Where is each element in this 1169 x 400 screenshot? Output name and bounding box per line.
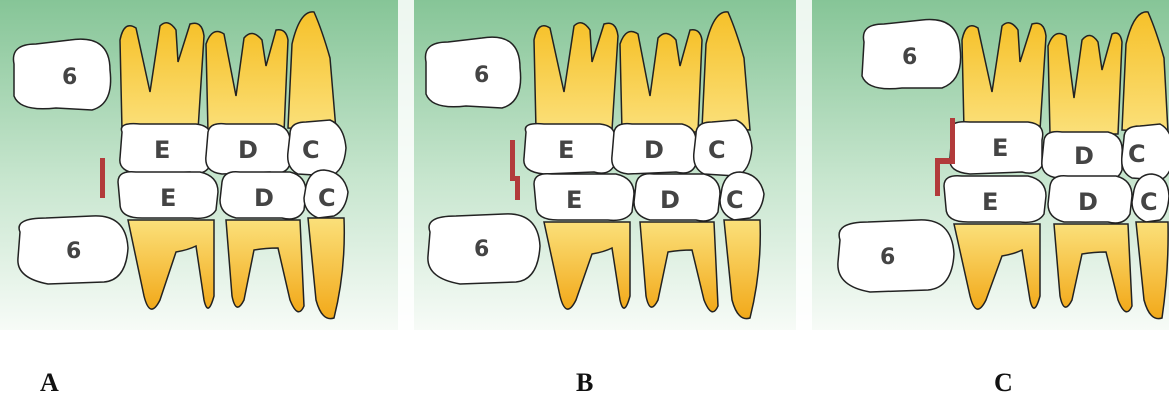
panel-a-upper-e-label: E — [154, 136, 170, 164]
panel-c-upper-d-label: D — [1074, 142, 1094, 170]
panel-c-lower-e-label: E — [982, 188, 998, 216]
panel-a-upper-molar-label: 6 — [62, 65, 77, 90]
upper-d-root — [1048, 33, 1122, 134]
panel-c-upper-e-label: E — [992, 134, 1008, 162]
upper-e-root — [962, 23, 1046, 130]
upper-e-root — [534, 23, 618, 130]
panel-c-upper-molar-label: 6 — [902, 45, 917, 70]
panel-a-lower-molar-label: 6 — [66, 239, 81, 264]
panel-a-upper-c-label: C — [302, 136, 320, 164]
upper-e-root — [120, 23, 204, 130]
panel-b-upper-d-label: D — [644, 136, 664, 164]
panel-b-lower-d-label: D — [660, 186, 680, 214]
primary-dentition-figure: 6 6 E D C E D C 6 6 E D C E D C 6 6 E D … — [0, 0, 1169, 330]
panel-c-lower-d-label: D — [1078, 188, 1098, 216]
panel-c-lower-c-label: C — [1140, 188, 1158, 216]
panel-b-upper-molar-label: 6 — [474, 63, 489, 88]
upper-d-root — [620, 30, 702, 132]
lower-first-molar — [838, 220, 954, 292]
panel-b-lower-c-label: C — [726, 186, 744, 214]
white-gap-2 — [796, 0, 812, 330]
panel-c-lower-molar-label: 6 — [880, 245, 895, 270]
panel-label-c: C — [994, 368, 1013, 398]
panel-b-upper-c-label: C — [708, 136, 726, 164]
panel-a-lower-d-label: D — [254, 184, 274, 212]
terminal-plane-flush — [100, 158, 105, 198]
upper-d-root — [206, 30, 288, 132]
panel-b-upper-e-label: E — [558, 136, 574, 164]
panel-a-upper-d-label: D — [238, 136, 258, 164]
panel-b-lower-molar-label: 6 — [474, 237, 489, 262]
lower-e-crown — [534, 174, 634, 221]
panel-label-b: B — [576, 368, 593, 398]
panel-a-lower-e-label: E — [160, 184, 176, 212]
white-gap-1 — [398, 0, 414, 330]
panel-a-lower-c-label: C — [318, 184, 336, 212]
panel-label-a: A — [40, 368, 59, 398]
panel-c-upper-c-label: C — [1128, 140, 1146, 168]
panel-b-lower-e-label: E — [566, 186, 582, 214]
